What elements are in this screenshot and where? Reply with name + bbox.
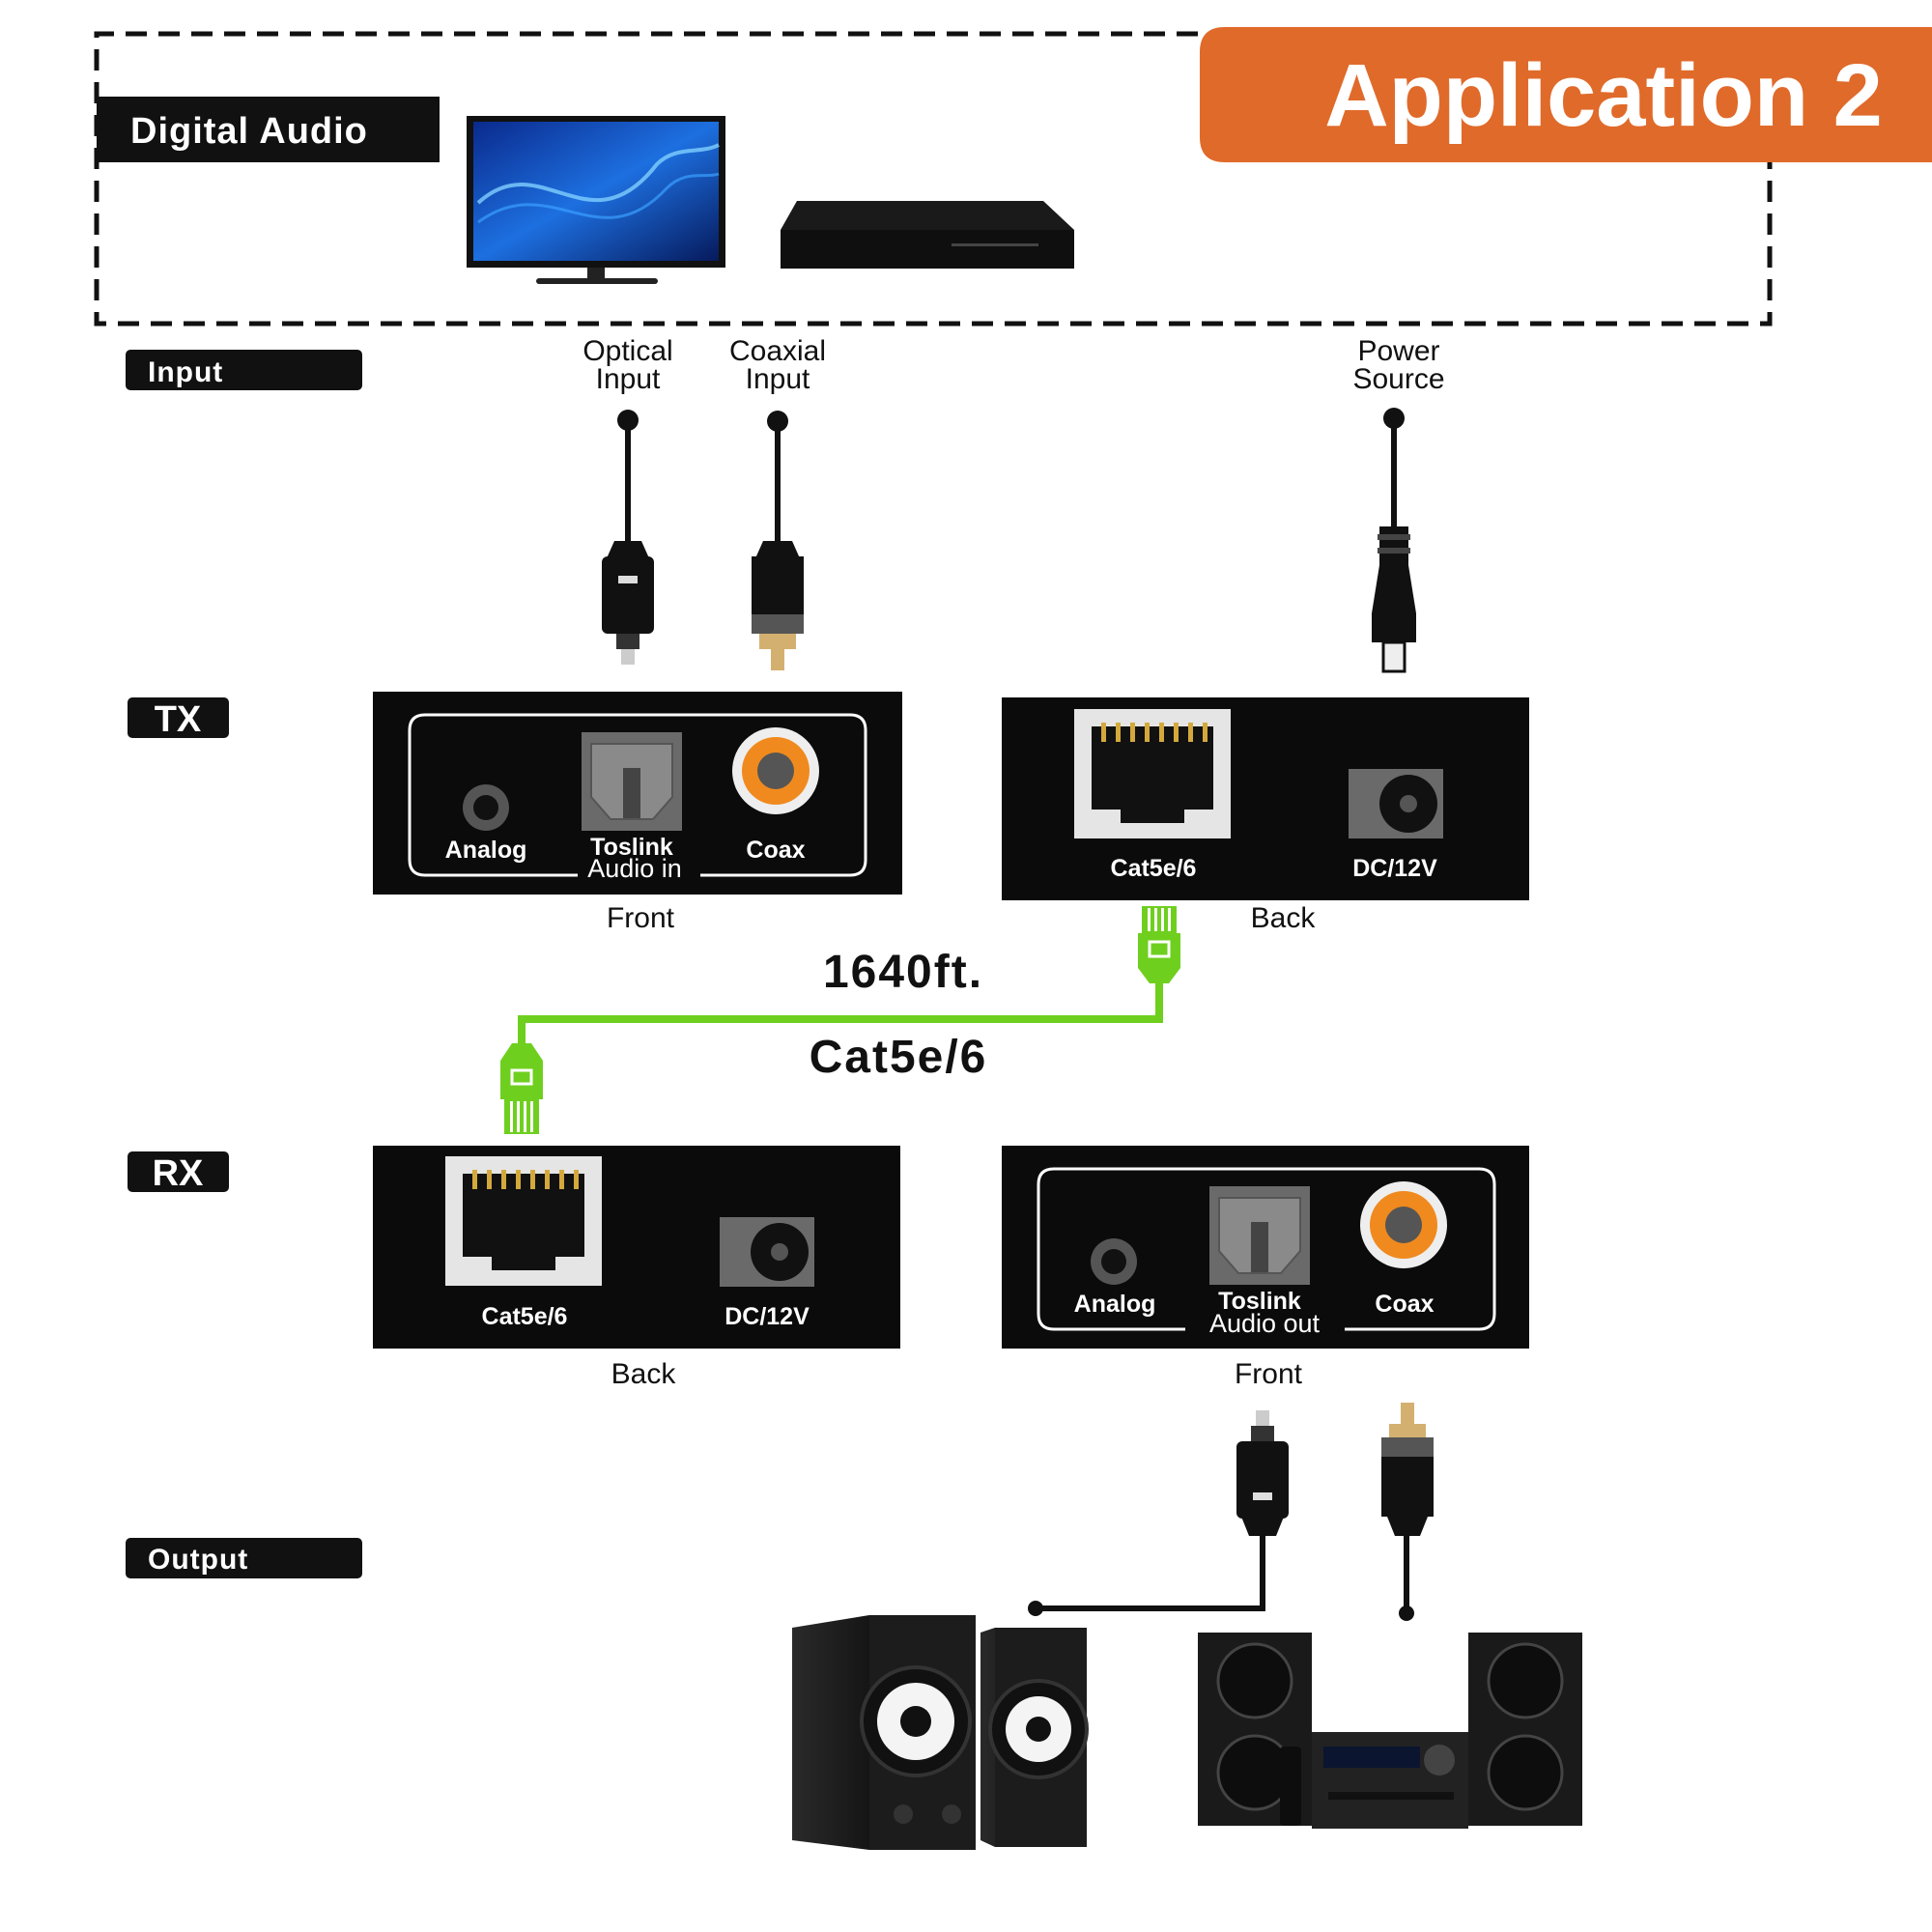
coaxial-input-cable-icon [752, 411, 804, 670]
tag-tx-label: TX [155, 699, 202, 740]
power-source-label-line1: Power [1357, 335, 1439, 367]
tx-coax-label: Coax [746, 837, 805, 864]
tx-toslink-label: Toslink [590, 834, 673, 861]
rx-analog-label: Analog [1074, 1291, 1156, 1318]
tx-rj45-port-icon [1074, 709, 1231, 838]
tx-back-panel: Cat5e/6 DC/12V [1002, 697, 1529, 900]
source-dashed-frame [94, 31, 1773, 327]
tag-digital-audio-label: Digital Audio [130, 111, 368, 152]
banner-background [1200, 27, 1932, 162]
optical-input-label-line2: Input [596, 363, 661, 395]
disc-player-icon [781, 201, 1074, 269]
tx-front-panel: Analog Toslink Audio in Coax [373, 692, 902, 895]
rx-toslink-label: Toslink [1218, 1288, 1301, 1315]
cat5e-cable [500, 906, 1180, 1134]
cable-distance-label: 1640ft. [823, 947, 983, 998]
tx-dc-label: DC/12V [1352, 855, 1437, 882]
banner-title: Application 2 [1324, 46, 1883, 145]
rx-back-caption: Back [611, 1358, 677, 1390]
desktop-speakers-icon [792, 1615, 1089, 1850]
rx-front-caption: Front [1235, 1358, 1303, 1390]
optical-input-cable-icon [602, 410, 654, 665]
tx-audio-in-label: Audio in [587, 854, 682, 883]
rx-coax-label: Coax [1375, 1291, 1434, 1318]
tag-tx: TX [128, 697, 229, 740]
tx-back-caption: Back [1251, 902, 1317, 934]
tag-input: Input [126, 350, 362, 390]
rx-audio-out-label: Audio out [1209, 1309, 1321, 1338]
rx-rj45-plug-icon [500, 1043, 543, 1134]
rx-toslink-port-icon [1209, 1186, 1310, 1285]
tag-output: Output [126, 1538, 362, 1578]
hifi-system-icon [1198, 1633, 1582, 1829]
tx-dc-jack-icon [1349, 769, 1443, 838]
power-source-label-line2: Source [1352, 363, 1444, 395]
tag-digital-audio: Digital Audio [97, 97, 440, 162]
rx-rj45-port-icon [445, 1156, 602, 1286]
tx-analog-jack-icon [463, 784, 509, 831]
coaxial-input-label-line1: Coaxial [729, 335, 826, 367]
coaxial-input-label-line2: Input [746, 363, 810, 395]
rx-dc-label: DC/12V [724, 1303, 810, 1330]
optical-input-label-line1: Optical [582, 335, 672, 367]
optical-output-cable-icon [1028, 1410, 1289, 1616]
rx-front-panel: Analog Toslink Audio out Coax [1002, 1146, 1529, 1349]
rx-dc-jack-icon [720, 1217, 814, 1287]
tx-rj45-label: Cat5e/6 [1111, 855, 1197, 882]
tx-toslink-port-icon [582, 732, 682, 831]
tag-input-label: Input [148, 356, 223, 388]
rx-analog-jack-icon [1091, 1238, 1137, 1285]
cable-type-label: Cat5e/6 [810, 1032, 988, 1083]
power-cable-icon [1372, 408, 1416, 673]
tx-front-caption: Front [607, 902, 675, 934]
rx-rj45-label: Cat5e/6 [482, 1303, 568, 1330]
rx-coax-jack-icon [1360, 1181, 1447, 1268]
banner: Application 2 [1200, 27, 1932, 162]
tx-rj45-plug-icon [1138, 906, 1180, 983]
tag-rx: RX [128, 1151, 229, 1194]
tx-analog-label: Analog [445, 837, 527, 864]
rx-back-panel: Cat5e/6 DC/12V [373, 1146, 900, 1349]
tag-rx-label: RX [153, 1153, 204, 1194]
tag-output-label: Output [148, 1544, 248, 1576]
tx-coax-jack-icon [732, 727, 819, 814]
coax-output-cable-icon [1381, 1403, 1434, 1621]
tv-icon [467, 116, 725, 284]
